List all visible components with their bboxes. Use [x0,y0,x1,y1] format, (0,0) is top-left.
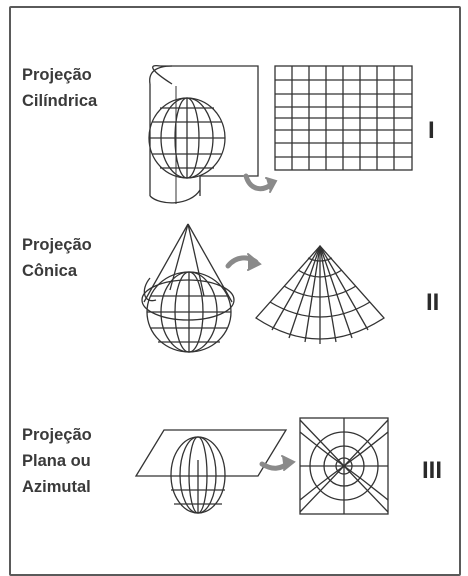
numeral-i: I [428,117,435,144]
label-cylindrical: Projeção Cilíndrica [22,66,98,110]
projections-diagram: Projeção Cilíndrica Projeção Cônica Proj… [9,6,461,576]
azimuthal-polar-map [299,417,389,515]
cylindrical-grid-map [274,65,413,171]
label-conic: Projeção Cônica [22,236,92,280]
numeral-ii: II [426,289,440,316]
projection-illustrations [134,64,413,515]
azimuthal-globe-illustration [134,429,288,514]
numeral-iii: III [422,457,443,484]
label-azimuthal: Projeção Plana ou Azimutal [22,426,92,496]
conic-fan-map [255,245,385,344]
curved-arrow-icon [259,455,296,471]
conic-globe-illustration [141,223,235,353]
curved-arrow-icon [225,253,262,271]
cylindrical-globe-illustration [148,64,259,204]
curved-arrow-icon [243,173,278,193]
